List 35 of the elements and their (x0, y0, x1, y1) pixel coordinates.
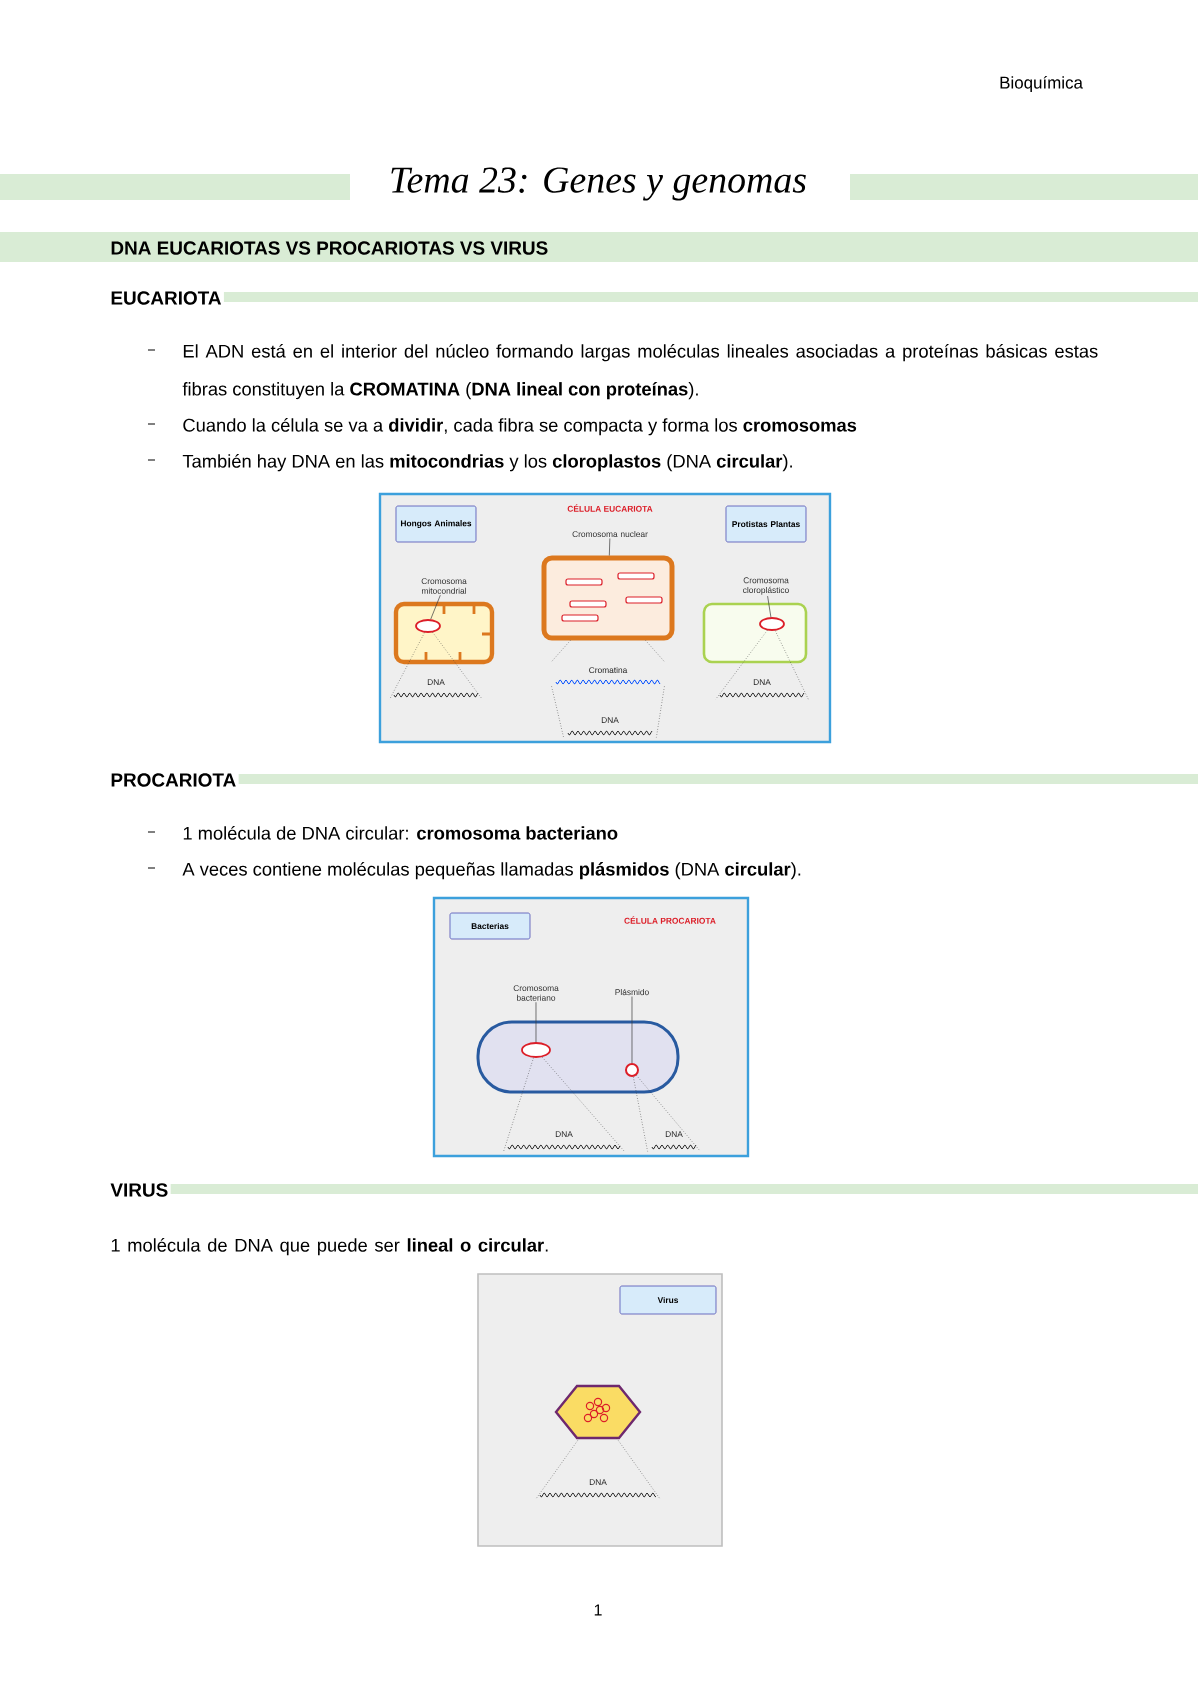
leader-line (767, 595, 772, 618)
magnification-line (535, 1438, 580, 1500)
magnification-line (632, 1076, 648, 1152)
nucleus-drawing (541, 555, 675, 641)
virus-capsid-drawing (554, 1384, 642, 1440)
magnification-line (715, 630, 768, 700)
magnification-line (636, 1075, 701, 1152)
magnification-line (503, 1057, 534, 1152)
page-title: Tema 23: Genes y genomas (391, 167, 806, 201)
magnification-line (774, 630, 809, 700)
magnification-line (616, 1438, 661, 1500)
figure-panel (477, 1273, 723, 1547)
magnification-line (541, 1056, 625, 1152)
magnification-line (551, 686, 564, 738)
section-heading: EUCARIOTA (111, 291, 222, 305)
section-heading: PROCARIOTA (111, 773, 236, 787)
magnification-line (645, 640, 665, 662)
running-header: Bioquímica (1000, 76, 1083, 92)
section-banner: DNA EUCARIOTAS VS PROCARIOTAS VS VIRUS (0, 232, 1198, 262)
magnification-line (551, 640, 571, 662)
bullet-text: 1 molécula de DNA circular: cromosoma bacteriano (183, 826, 618, 840)
leader-line (535, 1001, 537, 1043)
bullet-text: También hay DNA en las mitocondrias y los cloroplastos (DNA circular). (182, 454, 792, 472)
magnification-line (656, 686, 665, 738)
paragraph: 1 molécula de DNA que puede ser lineal o circular. (111, 1238, 548, 1256)
leader-line (430, 594, 441, 620)
bullet-text: El ADN está en el interior del núcleo formando largas moléculas lineales asociadas a proteínas básicas estas fibras constituyen la CROMATINA (DNA lineal con proteínas). (182, 344, 1098, 400)
section-heading: VIRUS (110, 1183, 168, 1197)
leader-line (608, 538, 611, 556)
bullet-text: A veces contiene moléculas pequeñas llamadas plásmidos (DNA circular). (182, 862, 801, 880)
magnification-line (432, 632, 483, 700)
magnification-line (389, 632, 425, 700)
leader-line (631, 996, 633, 1064)
bullet-text: Cuando la célula se va a dividir, cada fibra se compacta y forma los cromosomas (183, 418, 857, 436)
chromosome-ring (415, 619, 441, 633)
